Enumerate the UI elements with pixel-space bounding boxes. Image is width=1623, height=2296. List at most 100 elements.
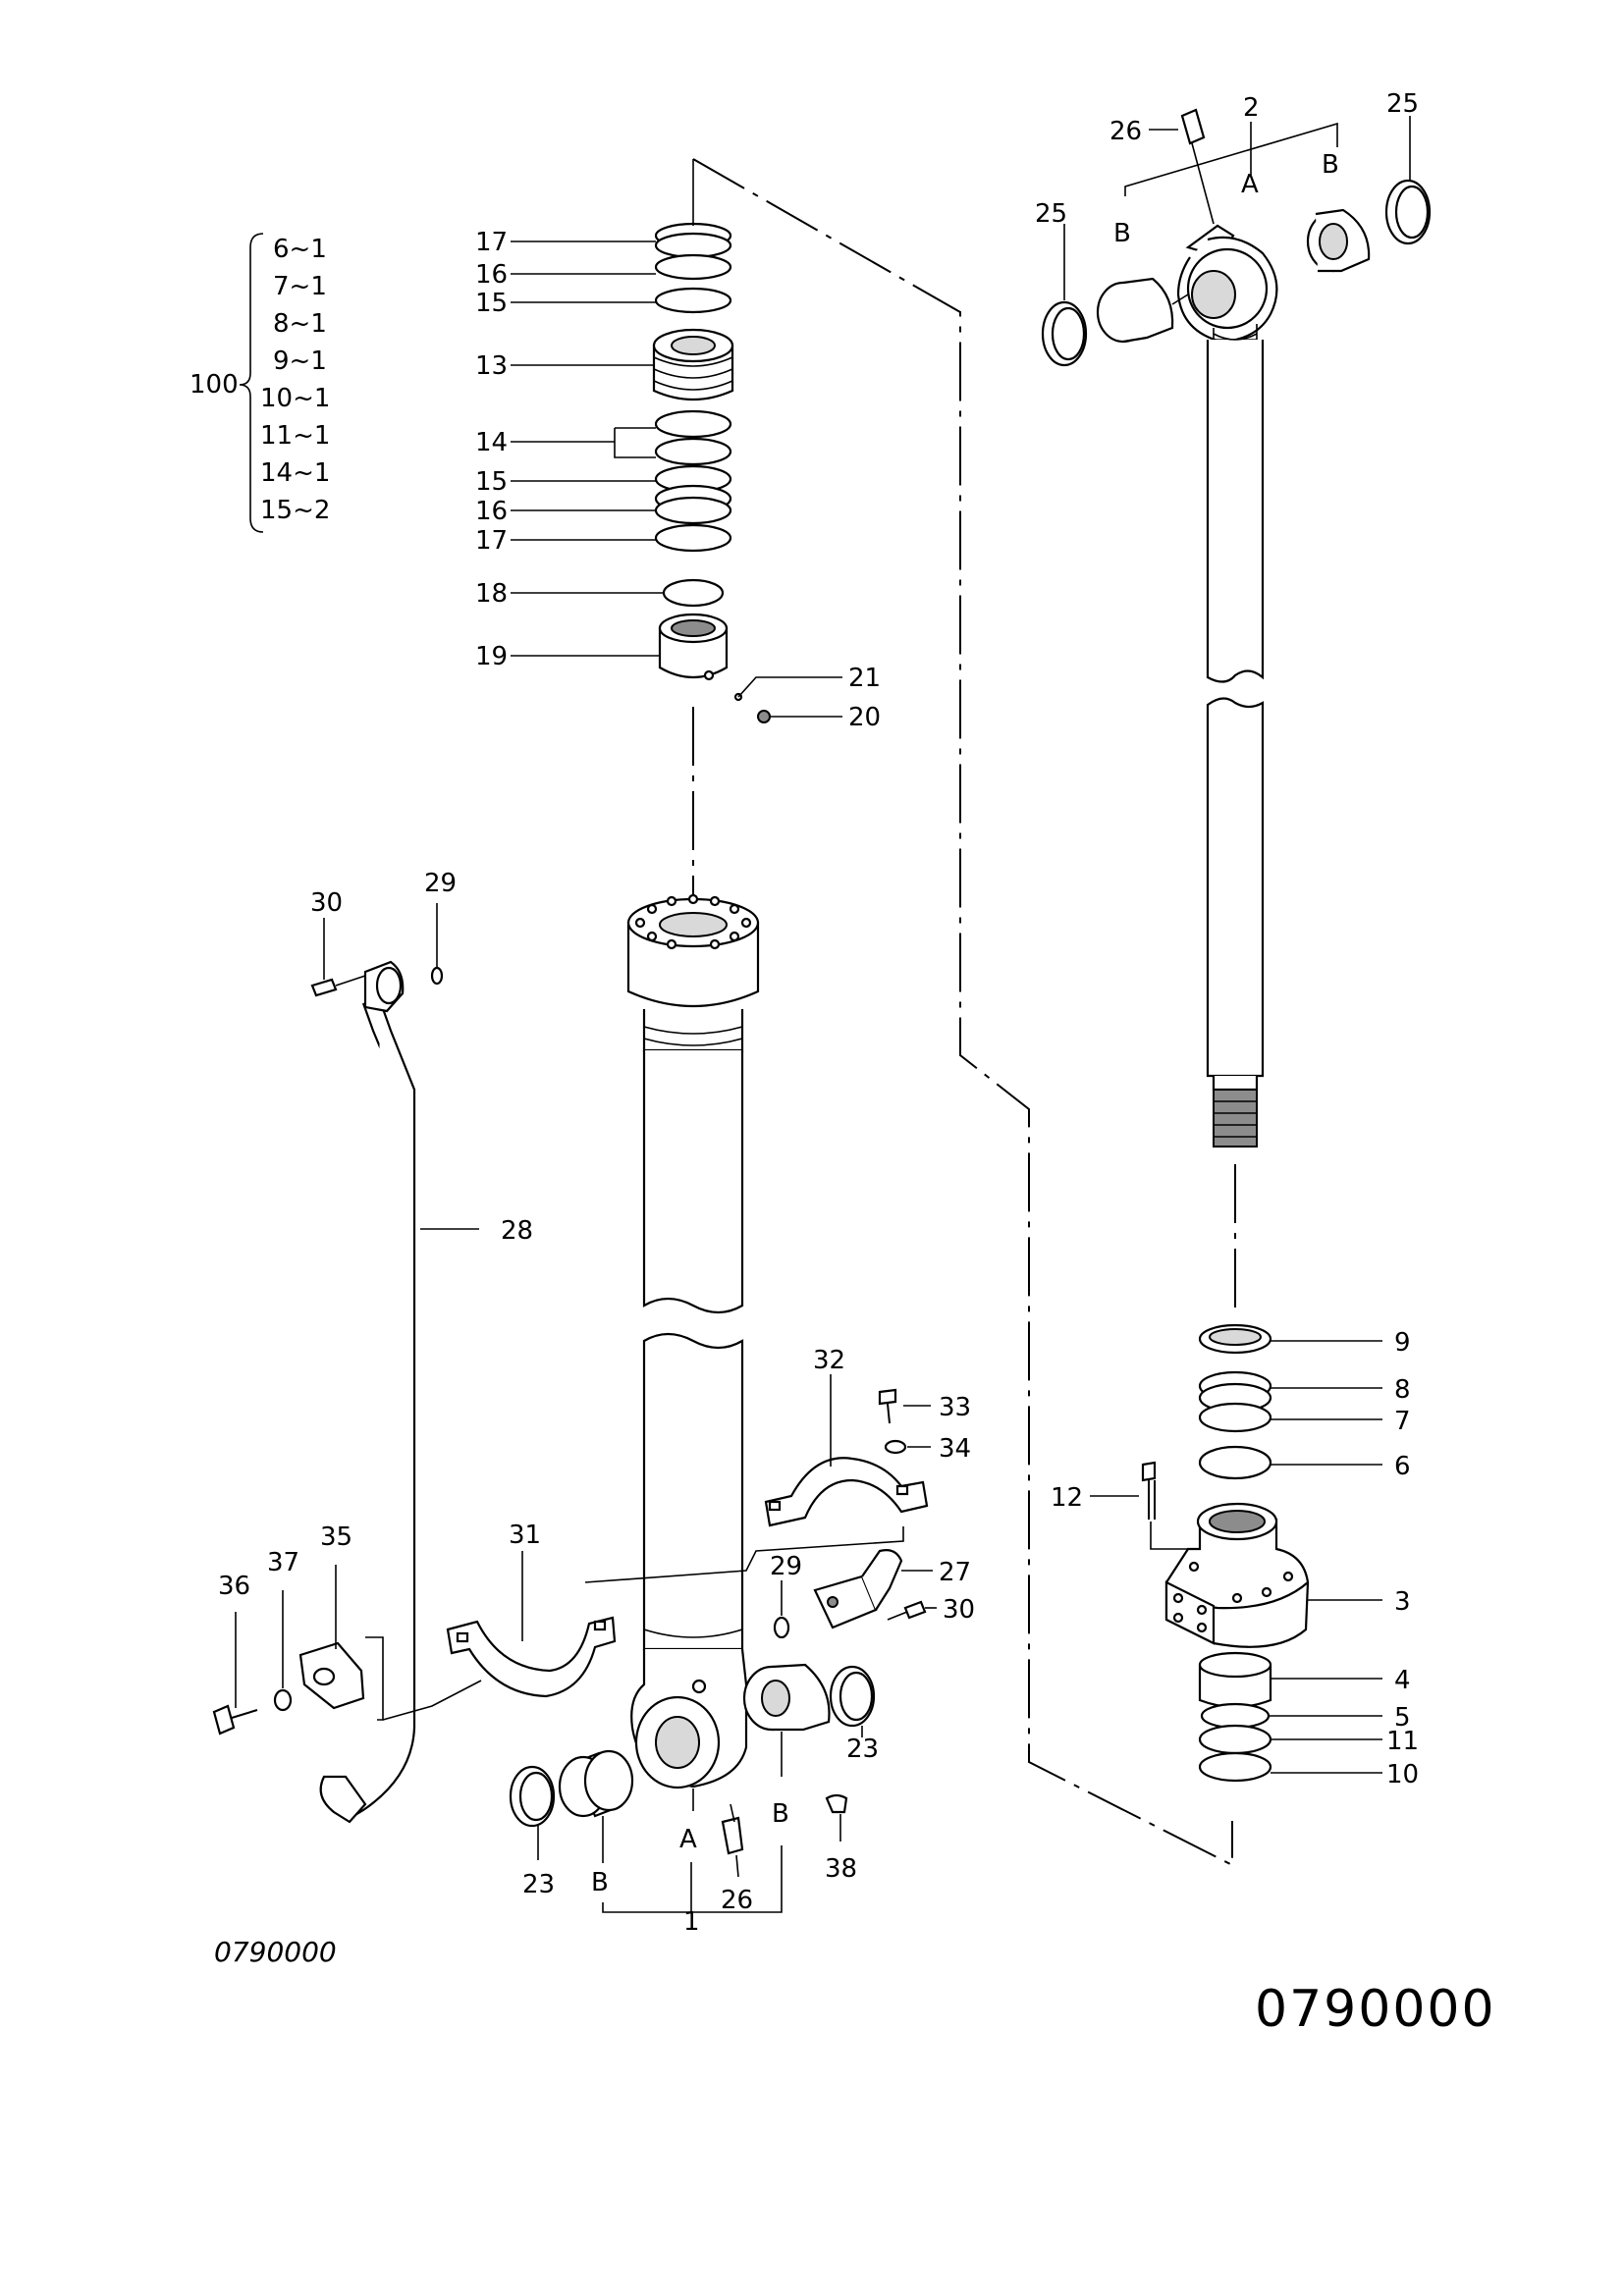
callout-label: 12 xyxy=(1051,1483,1083,1513)
grease-nipple-26-lower xyxy=(721,1803,744,1855)
callout-label: 9 xyxy=(1394,1328,1411,1358)
callout-label: 14 xyxy=(475,428,508,457)
ref-letter: B xyxy=(1113,219,1131,248)
seal-23-left xyxy=(509,1765,556,1828)
callout-label: 20 xyxy=(848,703,881,732)
o-ring-15 xyxy=(654,287,732,314)
callout-label: 11 xyxy=(1386,1727,1419,1756)
o-ring-29-lower xyxy=(773,1616,790,1639)
kit-member-label: 9~1 xyxy=(273,347,327,376)
kit-member-label: 15~2 xyxy=(260,496,330,525)
fitting-27 xyxy=(813,1549,903,1629)
ref-letter: A xyxy=(1241,170,1259,199)
bushing-b-rod-right xyxy=(1306,208,1371,273)
bushing-b-right xyxy=(742,1663,831,1732)
callout-label: 21 xyxy=(848,664,881,693)
callout-label: 38 xyxy=(825,1854,857,1884)
callout-label: 29 xyxy=(424,869,457,898)
callout-label: 8 xyxy=(1394,1375,1411,1405)
callout-label: 37 xyxy=(267,1548,299,1577)
ref-letter: B xyxy=(772,1799,789,1829)
callout-label: 32 xyxy=(813,1346,845,1375)
grease-nipple-26-upper xyxy=(1180,108,1215,225)
callout-label: 35 xyxy=(320,1522,352,1552)
grease-boss xyxy=(691,1679,707,1694)
kit-member-label: 11~1 xyxy=(260,421,330,451)
set-screw-20 xyxy=(757,710,771,723)
seal-ring-17 xyxy=(654,523,732,553)
bolt-36 xyxy=(212,1704,258,1735)
callout-label: 17 xyxy=(475,526,508,556)
callout-label: 1 xyxy=(683,1907,700,1937)
ring-5 xyxy=(1200,1702,1271,1730)
piston-13 xyxy=(652,328,734,401)
callout-label: 23 xyxy=(522,1870,555,1899)
callout-label: 28 xyxy=(501,1216,533,1246)
callout-label: 3 xyxy=(1394,1587,1411,1617)
seal-23-right xyxy=(829,1665,876,1728)
bushing-b-left xyxy=(558,1749,634,1818)
drawing-code-large: 0790000 xyxy=(1255,1980,1496,2039)
callout-label: 30 xyxy=(943,1595,975,1625)
callout-label: 25 xyxy=(1035,199,1067,229)
bracket-35 xyxy=(298,1641,365,1710)
seal-25-left xyxy=(1041,300,1088,367)
bolt-12 xyxy=(1141,1461,1157,1520)
callout-label: 25 xyxy=(1386,89,1419,119)
callout-label: 4 xyxy=(1394,1666,1411,1695)
bushing-4 xyxy=(1198,1651,1272,1679)
callout-label: 15 xyxy=(475,467,508,497)
clamp-32 xyxy=(764,1457,929,1527)
ring-10 xyxy=(1198,1751,1272,1783)
ring-14 xyxy=(654,409,732,439)
callout-label: 26 xyxy=(721,1886,753,1915)
callout-label: 31 xyxy=(509,1521,541,1550)
kit-member-label: 6~1 xyxy=(273,235,327,264)
callout-label: 5 xyxy=(1394,1703,1411,1733)
flange-bolt-holes xyxy=(634,893,752,950)
bolt-30-lower xyxy=(887,1600,927,1621)
ref-letter: A xyxy=(679,1825,697,1854)
callout-label: 6 xyxy=(1394,1452,1411,1481)
piston-nut-19 xyxy=(658,613,729,681)
washer-34 xyxy=(884,1439,907,1455)
cylinder-tube-1 xyxy=(626,893,760,1789)
kit-member-label: 10~1 xyxy=(260,384,330,413)
clamp-31 xyxy=(446,1616,617,1698)
ring-7 xyxy=(1198,1402,1272,1433)
drawing-code-small: 0790000 xyxy=(214,1936,337,1968)
plug-38 xyxy=(825,1793,848,1814)
bushing-b-rod-left xyxy=(1096,277,1189,344)
cylinder-head-3 xyxy=(1164,1502,1310,1648)
callout-label: 27 xyxy=(939,1558,971,1587)
callout-label: 18 xyxy=(475,579,508,609)
kit-parent-label: 100 xyxy=(189,370,239,400)
o-ring-29-upper xyxy=(430,966,444,986)
callout-label: 33 xyxy=(939,1393,971,1422)
ring-18 xyxy=(662,578,725,608)
callout-label: 19 xyxy=(475,642,508,671)
callout-label: 15 xyxy=(475,289,508,318)
kit-member-label: 7~1 xyxy=(273,272,327,301)
kit-group: 100 6~1 7~1 8~1 9~1 10~1 11~1 14~1 15~2 xyxy=(189,233,330,533)
kit-member-label: 8~1 xyxy=(273,309,327,339)
callout-label: 7 xyxy=(1394,1407,1411,1436)
callout-label: 23 xyxy=(846,1735,879,1764)
rod-head-seals xyxy=(1198,1323,1272,1480)
callout-label: 29 xyxy=(770,1552,802,1581)
ring-11 xyxy=(1198,1724,1272,1755)
callout-label: 30 xyxy=(310,888,343,918)
kit-member-label: 14~1 xyxy=(260,458,330,488)
washer-37 xyxy=(273,1688,293,1712)
callout-label: 34 xyxy=(939,1434,971,1464)
left-callout-leaders xyxy=(511,240,842,718)
callout-label: 16 xyxy=(475,497,508,526)
hose-pipe-28 xyxy=(319,960,416,1824)
callout-label: 10 xyxy=(1386,1760,1419,1789)
ref-letter: B xyxy=(591,1868,609,1897)
seal-ring-16 xyxy=(654,253,732,281)
callout-label: 13 xyxy=(475,351,508,381)
callout-label: 36 xyxy=(218,1572,250,1601)
callout-label: 26 xyxy=(1109,117,1142,146)
